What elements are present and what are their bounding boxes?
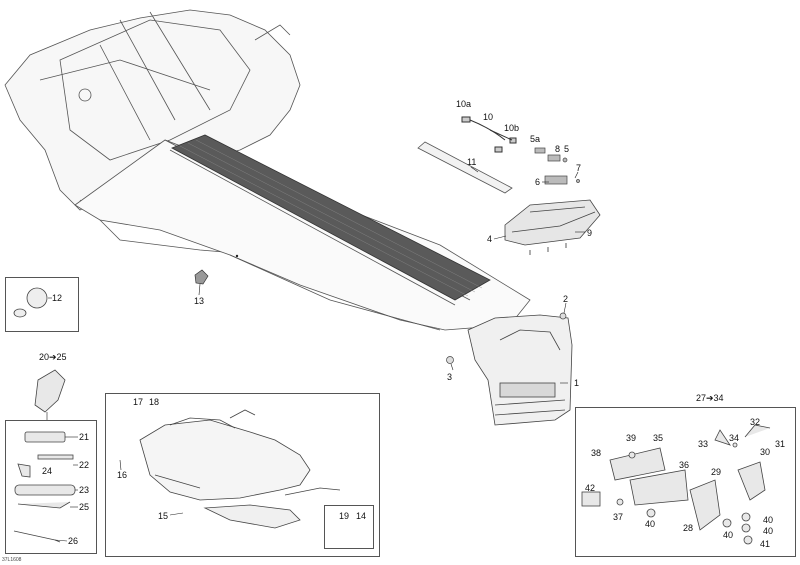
callout-40a: 40 xyxy=(645,519,656,529)
callout-17: 17 xyxy=(133,397,144,407)
callout-10: 10 xyxy=(483,112,494,122)
callout-37: 37 xyxy=(613,512,624,522)
callout-36: 36 xyxy=(679,460,690,470)
callout-42: 42 xyxy=(585,483,596,493)
callout-12: 12 xyxy=(52,293,63,303)
wiring-harness xyxy=(461,116,517,153)
clip-13 xyxy=(194,269,209,285)
callout-41: 41 xyxy=(760,539,771,549)
callout-2: 2 xyxy=(563,294,569,304)
callout-40c: 40 xyxy=(763,526,774,536)
callout-5a: 5a xyxy=(530,134,541,144)
callout-33: 33 xyxy=(698,439,709,449)
callout-5: 5 xyxy=(564,144,570,154)
callout-29: 29 xyxy=(711,467,722,477)
box-12 xyxy=(5,277,79,332)
callout-1: 1 xyxy=(574,378,580,388)
callout-39: 39 xyxy=(626,433,637,443)
group-label-tools: 20➔25 xyxy=(39,352,67,362)
group-label-hitch: 27➔34 xyxy=(696,393,724,403)
callout-26: 26 xyxy=(68,536,79,546)
callout-24: 24 xyxy=(42,466,53,476)
callout-22: 22 xyxy=(79,460,90,470)
box-snowmobile xyxy=(105,393,380,557)
callout-31: 31 xyxy=(775,439,786,449)
snowmobile xyxy=(139,409,341,529)
callout-15: 15 xyxy=(158,511,169,521)
callout-32: 32 xyxy=(750,417,761,427)
frame-illustration xyxy=(4,9,321,291)
box-tools xyxy=(5,420,97,554)
tool-kit xyxy=(13,369,76,543)
tail-light xyxy=(504,199,601,255)
drawing-code: 37L1608 xyxy=(2,557,22,563)
callout-10b: 10b xyxy=(504,123,520,133)
box-19-14 xyxy=(324,505,374,549)
callout-4: 4 xyxy=(487,234,493,244)
box-hitch xyxy=(575,407,796,557)
callout-38: 38 xyxy=(591,448,602,458)
callout-35: 35 xyxy=(653,433,664,443)
callout-40b: 40 xyxy=(763,515,774,525)
callout-25: 25 xyxy=(79,502,90,512)
hitch-parts xyxy=(581,424,771,545)
mud-flap xyxy=(467,314,573,426)
callout-16: 16 xyxy=(117,470,128,480)
callout-21: 21 xyxy=(79,432,90,442)
light-parts xyxy=(534,147,580,185)
callout-19: 19 xyxy=(339,511,350,521)
callout-23: 23 xyxy=(79,485,90,495)
callout-8: 8 xyxy=(555,144,561,154)
callout-28: 28 xyxy=(683,523,694,533)
callout-9: 9 xyxy=(587,228,593,238)
callout-40d: 40 xyxy=(723,530,734,540)
callout-11: 11 xyxy=(467,157,477,167)
decal-strip xyxy=(417,141,513,194)
callout-18: 18 xyxy=(149,397,160,407)
running-board xyxy=(171,134,491,301)
callout-10a: 10a xyxy=(456,99,472,109)
callout-14: 14 xyxy=(356,511,367,521)
callout-7: 7 xyxy=(576,163,582,173)
callout-30: 30 xyxy=(760,447,771,457)
callout-3: 3 xyxy=(447,372,453,382)
item-12 xyxy=(13,287,48,318)
callout-13: 13 xyxy=(194,296,205,306)
callout-34: 34 xyxy=(729,433,740,443)
callout-6: 6 xyxy=(535,177,541,187)
